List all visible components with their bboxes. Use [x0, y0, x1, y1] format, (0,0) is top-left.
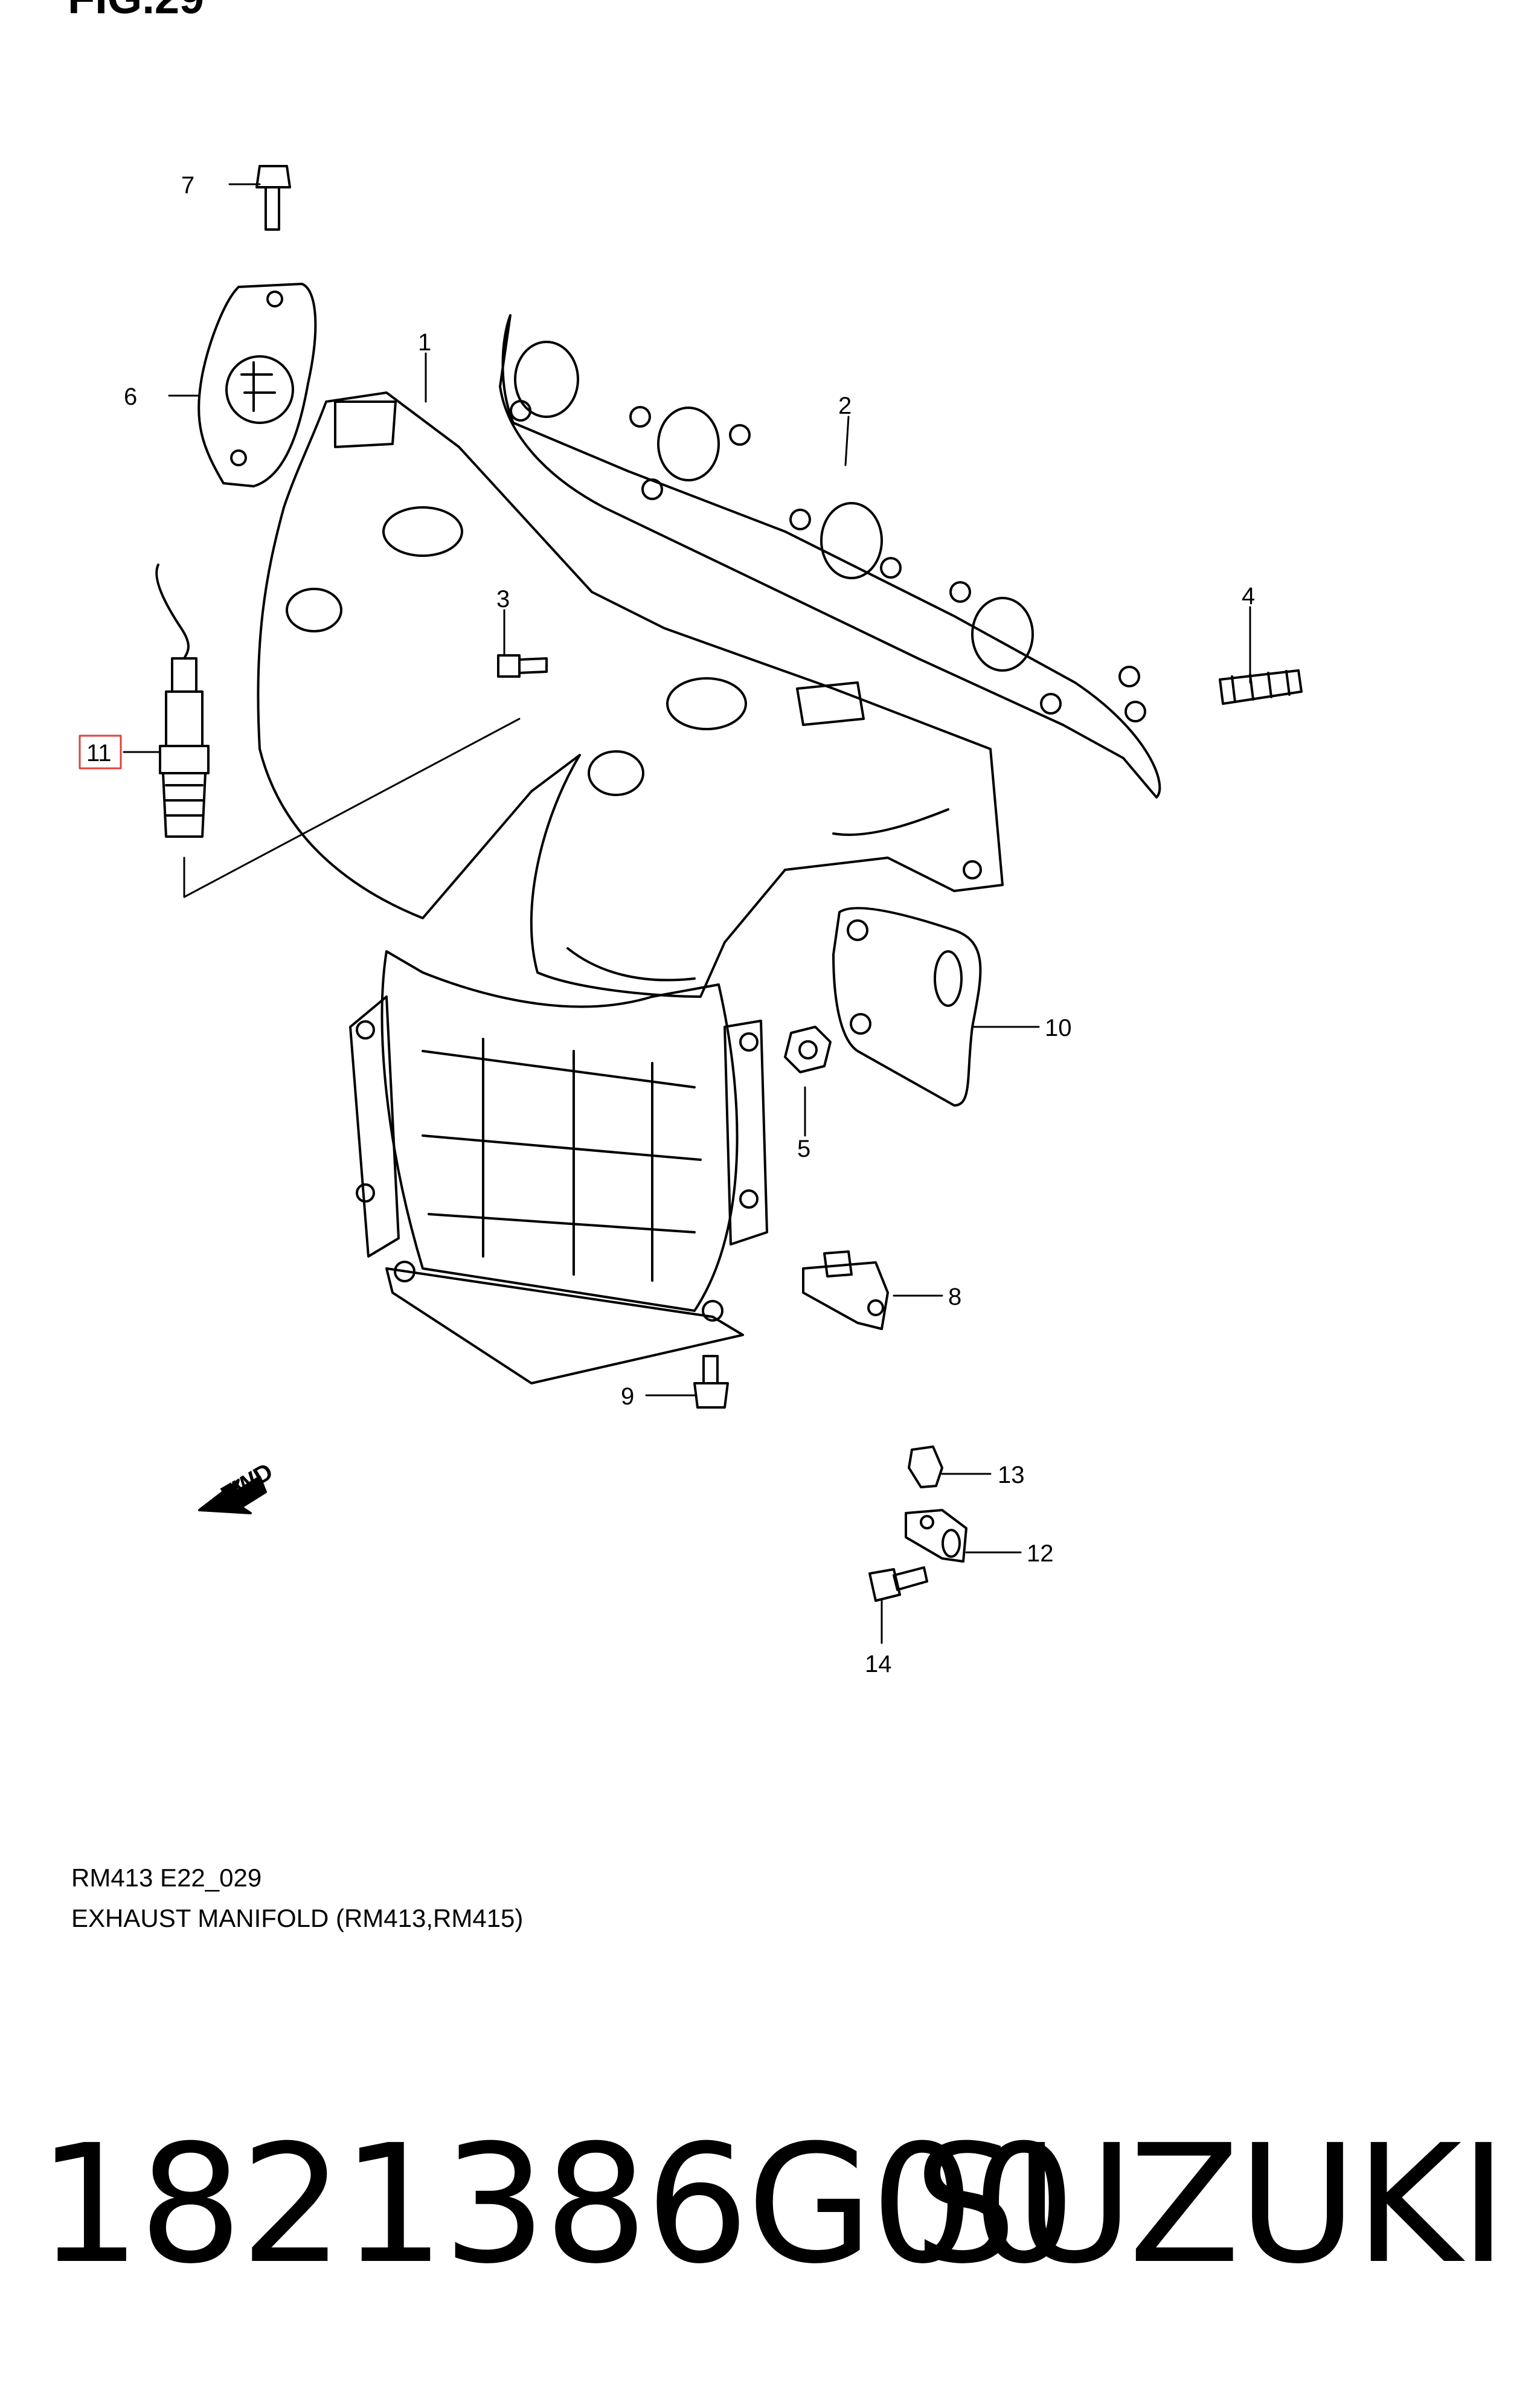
exploded-parts-diagram: 1 2 3 4 5 6 7 8 9 10 11 12 13 14 FWD [79, 165, 1303, 1677]
figure-title: FIG.29 [68, 0, 204, 21]
callout-labels: 1 2 3 4 5 6 7 8 9 10 11 12 13 14 FWD [86, 172, 1255, 1677]
bolt-top [255, 165, 291, 231]
fwd-arrow-icon [198, 1476, 267, 1514]
catalytic-converter [349, 950, 768, 1384]
heat-shield-upper [197, 283, 317, 487]
callout-14: 14 [865, 1651, 892, 1677]
diagram-code: RM413 E22_029 [71, 1863, 262, 1892]
exhaust-manifold [257, 391, 1004, 998]
callout-6: 6 [124, 384, 137, 410]
part-info: 1821386G00 SUZUKI [0, 2123, 1540, 2304]
callout-4: 4 [1242, 583, 1255, 609]
callout-5: 5 [797, 1136, 810, 1162]
oxygen-sensor [155, 564, 210, 838]
highlight-box [79, 735, 122, 770]
clip [908, 1445, 943, 1488]
diagram-caption: EXHAUST MANIFOLD (RM413,RM415) [71, 1904, 524, 1932]
bolt-manifold [497, 654, 548, 678]
callout-12: 12 [1027, 1540, 1054, 1567]
callout-11: 11 [86, 740, 112, 767]
callout-10: 10 [1045, 1015, 1072, 1041]
brand-name: SUZUKI [913, 2109, 1507, 2300]
callout-7: 7 [181, 172, 194, 199]
callout-8: 8 [948, 1284, 961, 1310]
nut [784, 1026, 832, 1073]
exhaust-gasket [499, 314, 1161, 799]
callout-2: 2 [838, 393, 852, 419]
stud [1219, 669, 1303, 705]
small-bracket [905, 1509, 967, 1563]
callout-13: 13 [998, 1462, 1025, 1488]
bolt-bracket [868, 1566, 928, 1602]
part-number: 1821386G00 [37, 2109, 1076, 2300]
bracket [832, 907, 982, 1107]
bolt-bottom [693, 1355, 729, 1409]
leader-lines [123, 183, 1251, 1644]
bracket-nut [802, 1250, 889, 1330]
callout-3: 3 [496, 586, 510, 612]
callout-9: 9 [621, 1383, 634, 1410]
callout-1: 1 [418, 329, 431, 356]
